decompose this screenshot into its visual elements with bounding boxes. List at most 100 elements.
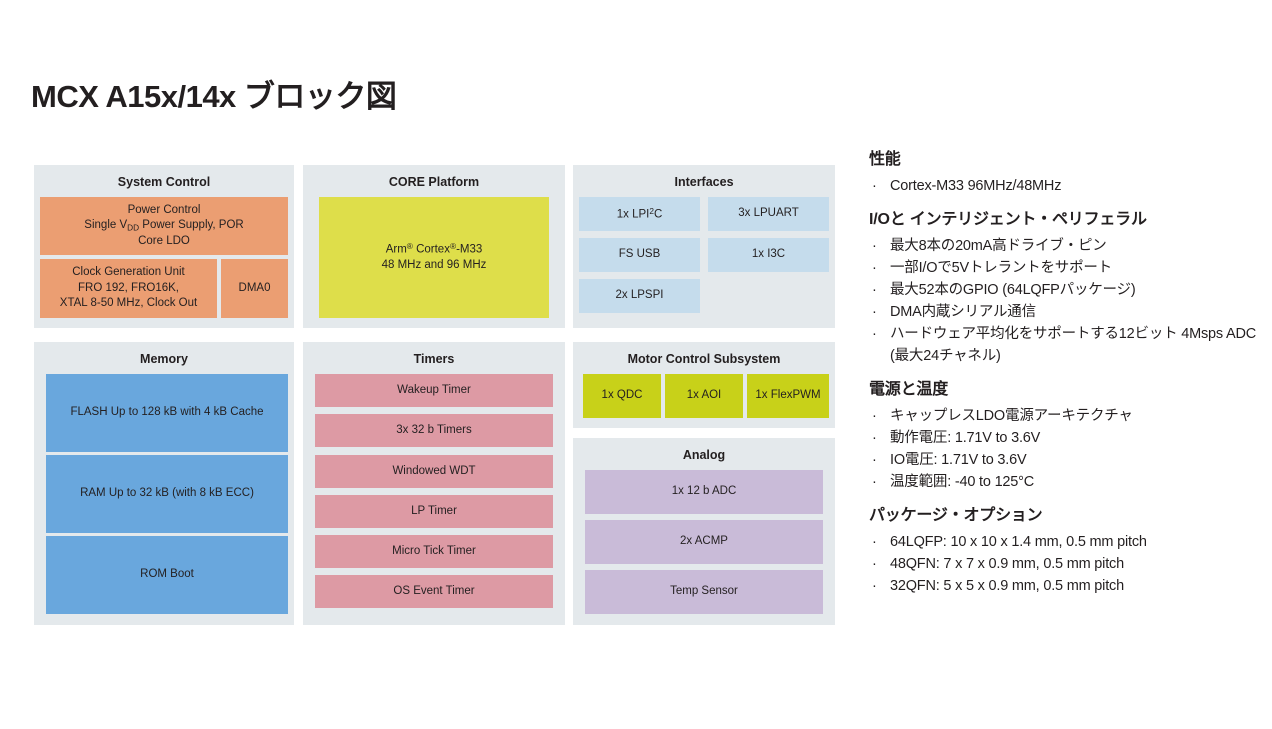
aoi-label: 1x AOI (686, 389, 722, 402)
spec-group-performance: 性能 · Cortex-M33 96MHz/48MHz (869, 150, 1259, 197)
spec-item: · Cortex-M33 96MHz/48MHz (869, 175, 1259, 197)
block-qdc: 1x QDC (583, 374, 661, 418)
block-os-event-timer: OS Event Timer (315, 575, 553, 608)
spec-item-continuation: (最大24チャネル) (890, 348, 1001, 365)
spec-heading-performance: 性能 (869, 151, 901, 168)
block-flash: FLASH Up to 128 kB with 4 kB Cache (46, 374, 288, 452)
spec-item: · 最大52本のGPIO (64LQFPパッケージ) (869, 279, 1259, 301)
rom-boot-label: ROM Boot (140, 568, 194, 581)
cgu-line1: Clock Generation Unit (72, 266, 185, 279)
block-micro-tick-timer: Micro Tick Timer (315, 535, 553, 568)
spec-item: · 最大8本の20mA高ドライブ・ピン (869, 235, 1259, 257)
power-control-line3: Core LDO (138, 234, 190, 247)
lpi2c-post: C (653, 207, 663, 220)
block-lpi2c: 1x LPI2C (579, 197, 700, 231)
block-lp-timer: LP Timer (315, 495, 553, 528)
windowed-wdt-label: Windowed WDT (392, 464, 476, 477)
spec-item-text: 64LQFP: 10 x 10 x 1.4 mm, 0.5 mm pitch (890, 534, 1147, 551)
panel-core-platform: CORE Platform Arm® Cortex®-M33 48 MHz an… (303, 165, 565, 328)
block-lpspi: 2x LPSPI (579, 279, 700, 313)
spec-item: · IO電圧: 1.71V to 3.6V (869, 449, 1259, 471)
spec-item-text: Cortex-M33 96MHz/48MHz (890, 178, 1062, 194)
spec-item-text: DMA内蔵シリアル通信 (890, 304, 1036, 321)
block-fs-usb: FS USB (579, 238, 700, 272)
panel-analog: Analog 1x 12 b ADC 2x ACMP Temp Sensor (573, 438, 835, 625)
spec-heading-package-options: パッケージ・オプション (869, 507, 1043, 525)
spec-item: · 48QFN: 7 x 7 x 0.9 mm, 0.5 mm pitch (869, 553, 1259, 575)
core-line1-post: -M33 (456, 243, 483, 256)
bullet-icon: · (872, 238, 877, 255)
qdc-label: 1x QDC (601, 389, 643, 402)
wakeup-timer-label: Wakeup Timer (397, 383, 471, 396)
spec-item-text: 最大8本の20mA高ドライブ・ピン (890, 238, 1107, 255)
dma0-label: DMA0 (238, 281, 271, 294)
spec-item: · 一部I/Oで5Vトレラントをサポート (869, 257, 1259, 279)
bullet-icon: · (872, 326, 877, 343)
bullet-icon: · (872, 178, 877, 194)
acmp-label: 2x ACMP (680, 535, 728, 548)
spec-item-text: IO電圧: 1.71V to 3.6V (890, 452, 1027, 469)
panel-memory-title: Memory (140, 352, 188, 366)
spec-item-text: 48QFN: 7 x 7 x 0.9 mm, 0.5 mm pitch (890, 556, 1124, 573)
spec-item-text: 動作電圧: 1.71V to 3.6V (890, 430, 1041, 447)
adc-label: 1x 12 b ADC (671, 485, 737, 498)
block-lpuart: 3x LPUART (708, 197, 829, 231)
fs-usb-label: FS USB (618, 248, 661, 261)
panel-motor-control-subsystem: Motor Control Subsystem 1x QDC 1x AOI 1x… (573, 342, 835, 428)
panel-core-platform-title: CORE Platform (388, 175, 480, 189)
panel-interfaces-title: Interfaces (674, 175, 734, 189)
bullet-icon: · (872, 430, 877, 447)
core-line1-pre: Arm (385, 243, 407, 256)
block-windowed-wdt: Windowed WDT (315, 455, 553, 488)
block-flexpwm: 1x FlexPWM (747, 374, 829, 418)
bullet-icon: · (872, 556, 877, 573)
power-control-line2-sub: DD (127, 223, 140, 233)
spec-heading-io-peripherals: I/Oと インテリジェント・ペリフェラル (869, 211, 1147, 229)
block-clock-generation-unit: Clock Generation Unit FRO 192, FRO16K, X… (40, 259, 217, 318)
power-control-line2-pre: Single V (84, 219, 128, 232)
spec-item: · 温度範囲: -40 to 125°C (869, 471, 1259, 493)
power-control-line1: Power Control (127, 203, 201, 216)
block-wakeup-timer: Wakeup Timer (315, 374, 553, 407)
spec-item-text: 32QFN: 5 x 5 x 0.9 mm, 0.5 mm pitch (890, 578, 1124, 595)
bullet-icon: · (872, 260, 877, 277)
block-diagram: System Control Power Control Single VDD … (34, 165, 835, 625)
os-event-timer-label: OS Event Timer (393, 584, 475, 597)
spec-item: · ハードウェア平均化をサポートする12ビット 4Msps ADC (最大24チ… (869, 323, 1259, 367)
core-line1-mid: Cortex (412, 243, 450, 256)
block-power-control: Power Control Single VDD Power Supply, P… (40, 197, 288, 255)
power-control-line2-post: Power Supply, POR (139, 219, 244, 232)
spec-group-power-temperature: 電源と温度 · キャップレスLDO電源アーキテクチャ · 動作電圧: 1.71V… (869, 380, 1259, 493)
panel-system-control: System Control Power Control Single VDD … (34, 165, 294, 328)
spec-item: · キャップレスLDO電源アーキテクチャ (869, 405, 1259, 427)
block-32b-timers: 3x 32 b Timers (315, 414, 553, 447)
i3c-label: 1x I3C (751, 248, 786, 261)
spec-item: · 64LQFP: 10 x 10 x 1.4 mm, 0.5 mm pitch (869, 531, 1259, 553)
block-i3c: 1x I3C (708, 238, 829, 272)
block-arm-cortex-m33: Arm® Cortex®-M33 48 MHz and 96 MHz (319, 197, 549, 318)
flexpwm-label: 1x FlexPWM (755, 389, 821, 402)
ram-label: RAM Up to 32 kB (with 8 kB ECC) (80, 487, 254, 500)
bullet-icon: · (872, 282, 877, 299)
panel-motor-control-title: Motor Control Subsystem (627, 352, 781, 366)
bullet-icon: · (872, 578, 877, 595)
panel-timers-title: Timers (413, 352, 455, 366)
spec-item-text: 温度範囲: -40 to 125°C (890, 474, 1035, 491)
spec-heading-power-temperature: 電源と温度 (869, 381, 949, 399)
block-adc: 1x 12 b ADC (585, 470, 823, 514)
spec-item-text: 最大52本のGPIO (64LQFPパッケージ) (890, 282, 1136, 299)
bullet-icon: · (872, 408, 877, 425)
block-acmp: 2x ACMP (585, 520, 823, 564)
panel-interfaces: Interfaces 1x LPI2C 3x LPUART FS USB 1x … (573, 165, 835, 328)
block-dma0: DMA0 (221, 259, 288, 318)
lp-timer-label: LP Timer (411, 504, 457, 517)
block-aoi: 1x AOI (665, 374, 743, 418)
bullet-icon: · (872, 474, 877, 491)
lpi2c-sup: 2 (649, 206, 654, 216)
spec-item-text: キャップレスLDO電源アーキテクチャ (890, 408, 1133, 425)
lpi2c-pre: 1x LPI (616, 207, 650, 220)
panel-timers: Timers Wakeup Timer 3x 32 b Timers Windo… (303, 342, 565, 625)
spec-item-text: 一部I/Oで5Vトレラントをサポート (890, 260, 1112, 277)
panel-analog-title: Analog (682, 448, 726, 462)
timers-32b-label: 3x 32 b Timers (396, 423, 472, 436)
